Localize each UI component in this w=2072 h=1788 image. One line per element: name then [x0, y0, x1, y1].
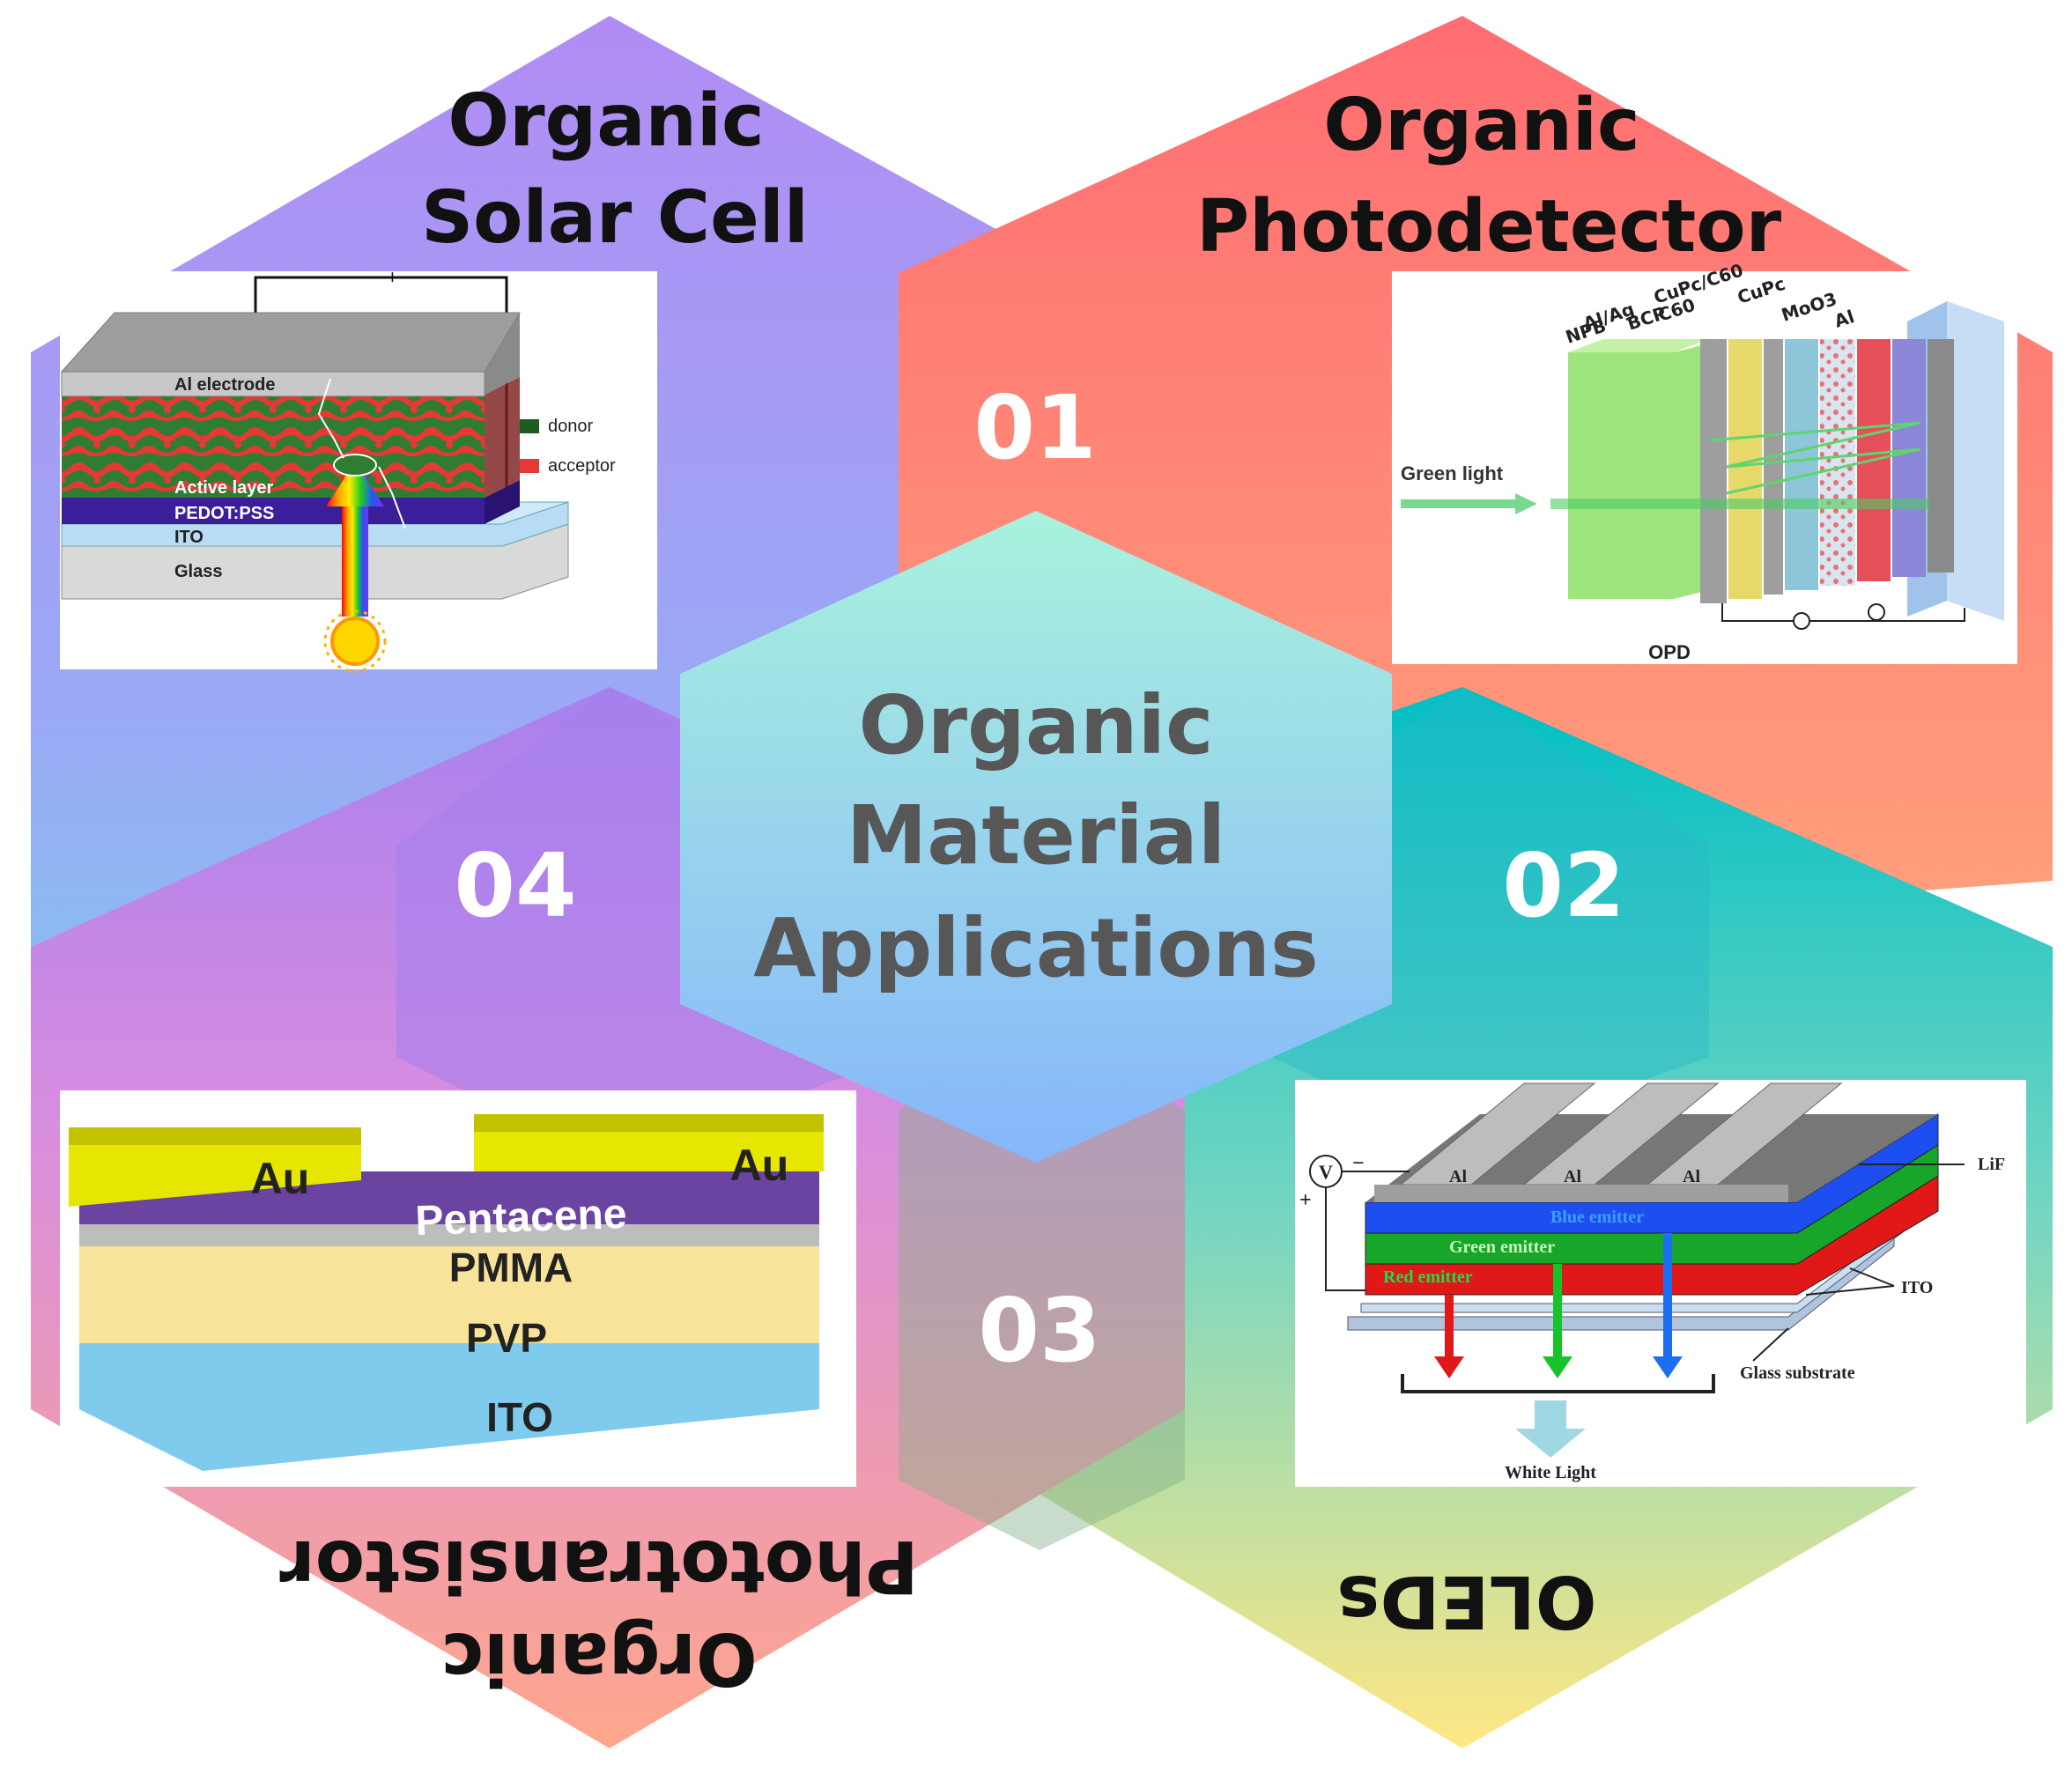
number-03: 03 [978, 1279, 1100, 1382]
phototransistor-title-group: Organic Phototransistor [279, 1524, 919, 1700]
photodetector-figure: NPB Al/Ag BCP C60 CuPc/C60 CuPc MoO3 Al … [1392, 259, 2017, 664]
oled-white-label: White Light [1505, 1463, 1596, 1482]
solar-title-line1: Organic [448, 79, 764, 163]
phototransistor-title-line1: Organic [440, 1616, 757, 1700]
solar-label-ito: ITO [174, 528, 204, 547]
legend-donor-swatch [520, 419, 539, 433]
solar-label-al: Al electrode [174, 375, 275, 395]
solar-cell-figure: − + Al electrode Active layer PEDOT:PSS … [60, 266, 657, 673]
transistor-au-left: Au [251, 1154, 310, 1203]
solar-polarity: − + [370, 266, 398, 288]
transistor-pvp: PVP [466, 1315, 547, 1361]
oled-red-label: Red emitter [1383, 1267, 1473, 1287]
center-title-line1: Organic [858, 678, 1213, 772]
number-02: 02 [1502, 834, 1624, 937]
phototransistor-title-line2: Phototransistor [279, 1524, 919, 1607]
transistor-ito: ITO [486, 1394, 553, 1440]
photodetector-title-line1: Organic [1323, 84, 1639, 167]
solar-label-glass: Glass [174, 562, 222, 581]
center-title-line2: Material [847, 788, 1226, 883]
oled-ito-label: ITO [1901, 1278, 1933, 1297]
oled-lif-label: LiF [1978, 1155, 2005, 1174]
hex-center: Organic Material Applications [680, 511, 1392, 1163]
opd-caption: OPD [1648, 641, 1691, 663]
oled-minus: − [1352, 1152, 1365, 1175]
photodetector-title-line2: Photodetector [1196, 185, 1782, 269]
oled-green-label: Green emitter [1449, 1238, 1555, 1257]
opd-label-light: Green light [1401, 462, 1504, 484]
oled-glass-label: Glass substrate [1740, 1363, 1855, 1383]
oled-blue-label: Blue emitter [1550, 1208, 1644, 1227]
legend-acceptor-label: acceptor [548, 456, 616, 476]
oled-plus: + [1299, 1189, 1312, 1212]
legend-acceptor-swatch [520, 459, 539, 473]
oled-v-label: V [1319, 1161, 1333, 1183]
oled-title: OLEDs [1337, 1559, 1597, 1643]
opd-layer-stack [1568, 339, 1954, 603]
overlap-bottom [899, 1039, 1185, 1550]
center-title-line3: Applications [753, 901, 1319, 995]
solar-label-active: Active layer [174, 478, 274, 498]
oled-figure: Al Al Al Blue emitter Green emitter Red … [1295, 1080, 2026, 1487]
transistor-au-right: Au [730, 1141, 789, 1190]
legend-donor-label: donor [548, 417, 593, 436]
number-04: 04 [454, 834, 576, 937]
transistor-pmma: PMMA [449, 1245, 574, 1290]
number-01: 01 [973, 376, 1096, 479]
oled-al-3: Al [1683, 1167, 1700, 1186]
transistor-pentacene: Pentacene [415, 1191, 628, 1245]
solar-title-line2: Solar Cell [421, 176, 809, 260]
solar-label-pedot: PEDOT:PSS [174, 504, 274, 523]
oled-title-group: OLEDs [1337, 1559, 1597, 1643]
oled-al-2: Al [1564, 1167, 1581, 1186]
phototransistor-figure: Au Au Pentacene PMMA PVP ITO [60, 1090, 856, 1487]
oled-al-1: Al [1449, 1167, 1467, 1186]
